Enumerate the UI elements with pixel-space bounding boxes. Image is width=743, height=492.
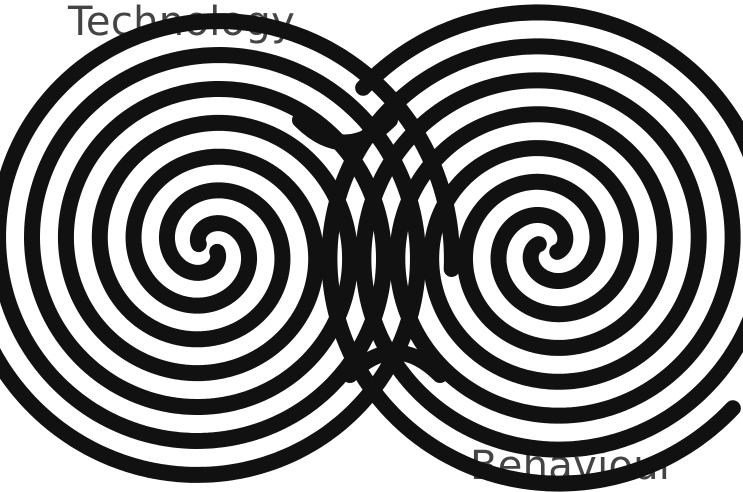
upper-bridge [300, 120, 390, 143]
right-spiral [329, 12, 743, 483]
